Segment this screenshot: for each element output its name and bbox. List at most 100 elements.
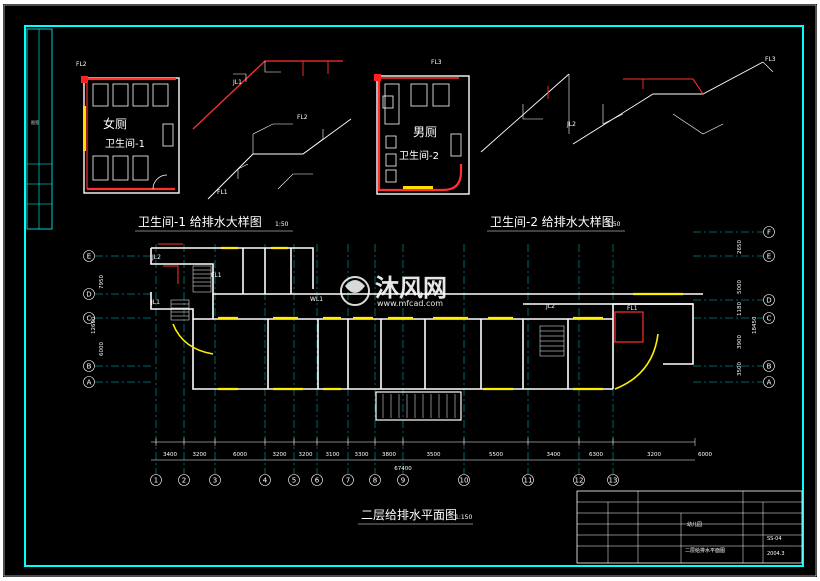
axis-bubble bbox=[83, 360, 95, 372]
riser-label: JL2 bbox=[545, 303, 555, 310]
dimension-label: 3300 bbox=[355, 452, 369, 458]
title-block-number: SS-04 bbox=[767, 536, 782, 542]
axis-bubble bbox=[369, 474, 381, 486]
riser-label: FL1 bbox=[217, 189, 228, 196]
axis-bubble bbox=[209, 474, 221, 486]
side-dimension-label: 12600 bbox=[91, 316, 97, 334]
side-dimension-label: 3500 bbox=[737, 362, 743, 376]
axis-number: 4 bbox=[263, 477, 268, 485]
dimension-label: 3500 bbox=[427, 452, 441, 458]
axis-bubble bbox=[311, 474, 323, 486]
side-dimension-label: 3900 bbox=[737, 335, 743, 349]
axis-number: 2 bbox=[182, 477, 186, 485]
axis-bubble bbox=[522, 474, 534, 486]
axis-number: 13 bbox=[609, 477, 618, 485]
axis-bubble bbox=[83, 250, 95, 262]
detail-2-title: 卫生间-2 给排水大样图 bbox=[490, 214, 614, 229]
axis-bubble bbox=[178, 474, 190, 486]
riser-label: JL2 bbox=[151, 254, 161, 261]
dimension-label: 5500 bbox=[489, 452, 503, 458]
side-dimension-label: 18450 bbox=[752, 316, 758, 334]
axis-bubble bbox=[83, 312, 95, 324]
side-dimension-label: 6000 bbox=[99, 342, 105, 356]
axis-bubble bbox=[83, 288, 95, 300]
toilet-2-label: 卫生间-2 bbox=[399, 149, 439, 162]
watermark: 沐风网 www.mfcad.com bbox=[340, 274, 447, 308]
detail-1-plan: 女厕 卫生间-1 bbox=[81, 76, 180, 194]
side-dimension-label: 1180 bbox=[737, 302, 743, 316]
axis-number: 7 bbox=[346, 477, 350, 485]
axis-letter: A bbox=[767, 379, 772, 387]
side-strip: 图签 bbox=[26, 28, 53, 230]
axis-bubble bbox=[259, 474, 271, 486]
axis-letter: E bbox=[767, 253, 771, 261]
axis-number: 5 bbox=[292, 477, 296, 485]
axis-letter: B bbox=[87, 363, 92, 371]
axis-number: 3 bbox=[213, 477, 217, 485]
axis-bubble bbox=[150, 474, 162, 486]
axis-letter: F bbox=[767, 229, 771, 237]
axis-bubble bbox=[342, 474, 354, 486]
dimension-total: 67400 bbox=[394, 466, 412, 472]
dimension-label: 3400 bbox=[547, 452, 561, 458]
title-block-date: 2004.3 bbox=[767, 551, 785, 557]
grid-lines bbox=[95, 231, 763, 474]
riser-label: FL2 bbox=[297, 114, 308, 121]
drawing-sheet: 图签 女厕 卫生间-1 bbox=[3, 4, 817, 577]
dimension-label: 6300 bbox=[589, 452, 603, 458]
dimension-label: 3200 bbox=[193, 452, 207, 458]
riser-label: FL3 bbox=[765, 56, 776, 63]
title-block-drawing-name: 二层给排水平面图 bbox=[685, 547, 725, 554]
dimension-label: 3200 bbox=[273, 452, 287, 458]
side-dimension-label: 5000 bbox=[737, 280, 743, 294]
axis-letter: D bbox=[86, 291, 91, 299]
axis-letter: C bbox=[87, 315, 92, 323]
riser-label: JL1 bbox=[232, 79, 242, 86]
axis-number: 8 bbox=[373, 477, 377, 485]
axis-bubble bbox=[573, 474, 585, 486]
plan-title: 二层给排水平面图 bbox=[361, 508, 457, 522]
detail-2-isometric bbox=[480, 61, 774, 153]
riser-label: JL1 bbox=[150, 299, 160, 306]
axis-bubble bbox=[763, 312, 775, 324]
dimension-label: 3100 bbox=[326, 452, 340, 458]
detail-1-isometric bbox=[192, 60, 352, 200]
side-dimension-label: 7950 bbox=[99, 275, 105, 289]
riser-label: FL3 bbox=[431, 59, 442, 66]
axis-letter: A bbox=[87, 379, 92, 387]
axis-number: 11 bbox=[524, 477, 533, 485]
dimension-label: 3200 bbox=[299, 452, 313, 458]
plan-scale: 1:150 bbox=[455, 514, 472, 521]
riser-label: WL1 bbox=[310, 296, 323, 303]
riser-label: FL1 bbox=[211, 272, 222, 279]
axis-bubble bbox=[397, 474, 409, 486]
riser-label: FL1 bbox=[627, 305, 638, 312]
detail-1-title: 卫生间-1 给排水大样图 bbox=[138, 214, 262, 229]
men-room-label: 男厕 bbox=[413, 125, 437, 139]
title-block: 幼儿园 二层给排水平面图 SS-04 2004.3 bbox=[576, 490, 803, 564]
axis-bubble bbox=[607, 474, 619, 486]
axis-number: 10 bbox=[460, 477, 469, 485]
dimension-label: 3200 bbox=[647, 452, 661, 458]
axis-number: 6 bbox=[315, 477, 320, 485]
axis-bubble bbox=[288, 474, 300, 486]
axis-bubble bbox=[763, 294, 775, 306]
detail-2-scale: 1:50 bbox=[607, 221, 621, 228]
axis-bubble bbox=[458, 474, 470, 486]
axis-bubble bbox=[763, 360, 775, 372]
outer-sheet-border bbox=[3, 4, 817, 577]
detail-2-plan: 男厕 卫生间-2 bbox=[374, 74, 470, 195]
drawing-frame bbox=[24, 25, 804, 567]
axis-number: 9 bbox=[401, 477, 405, 485]
axis-bubble bbox=[83, 376, 95, 388]
detail-1-scale: 1:50 bbox=[275, 221, 289, 228]
axis-letter: D bbox=[766, 297, 771, 305]
women-room-label: 女厕 bbox=[103, 116, 127, 131]
axis-bubble bbox=[763, 376, 775, 388]
axis-letter: C bbox=[767, 315, 772, 323]
